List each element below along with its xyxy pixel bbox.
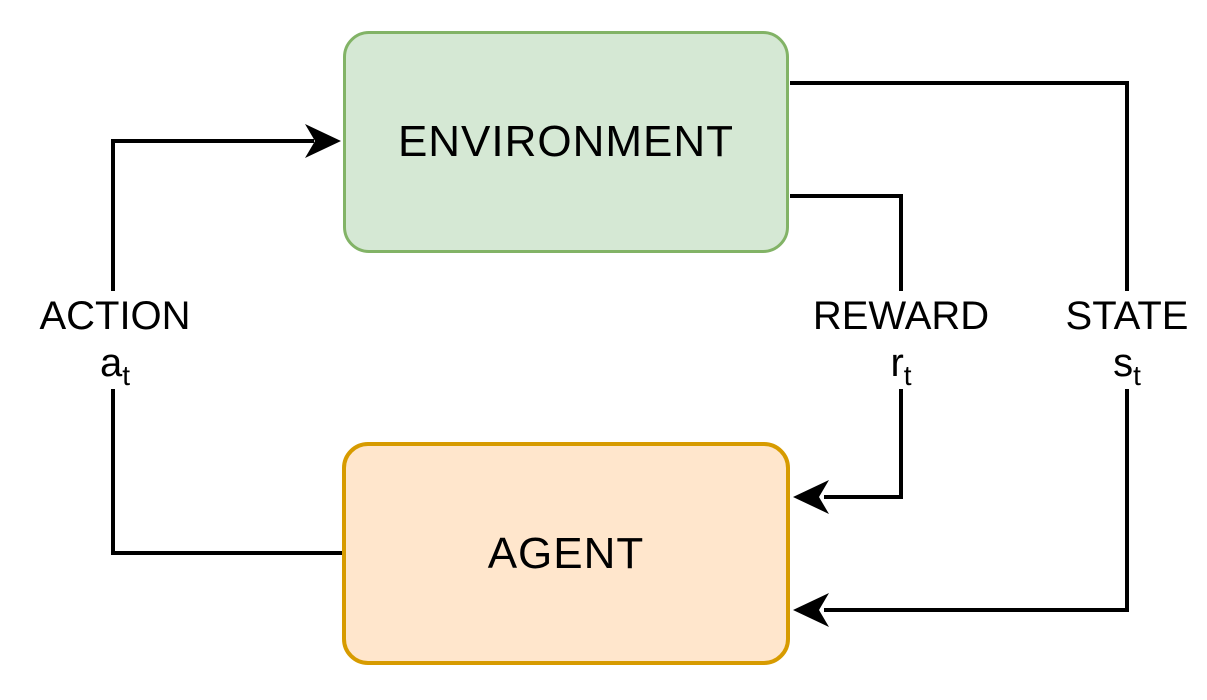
action-edge-label: ACTION at bbox=[31, 291, 199, 391]
state-symbol: st bbox=[1113, 341, 1141, 391]
action-symbol-subscript: t bbox=[122, 360, 131, 391]
arrowhead-right-icon bbox=[305, 124, 341, 158]
agent-node: AGENT bbox=[342, 442, 790, 665]
environment-node-label: ENVIRONMENT bbox=[397, 117, 735, 166]
arrowhead-left-icon bbox=[793, 480, 829, 514]
state-symbol-subscript: t bbox=[1133, 360, 1141, 391]
environment-node: ENVIRONMENT bbox=[343, 31, 789, 253]
reward-symbol-subscript: t bbox=[903, 360, 912, 391]
reward-edge-label: REWARD rt bbox=[804, 291, 998, 391]
reward-label-text: REWARD bbox=[812, 294, 990, 338]
action-symbol: at bbox=[99, 341, 131, 391]
state-label-text: STATE bbox=[1065, 294, 1189, 338]
state-edge-label: STATE st bbox=[1057, 291, 1197, 391]
agent-node-label: AGENT bbox=[487, 528, 645, 578]
action-label-text: ACTION bbox=[39, 294, 191, 338]
reward-symbol: rt bbox=[890, 341, 912, 391]
arrowhead-left-icon bbox=[793, 593, 829, 627]
